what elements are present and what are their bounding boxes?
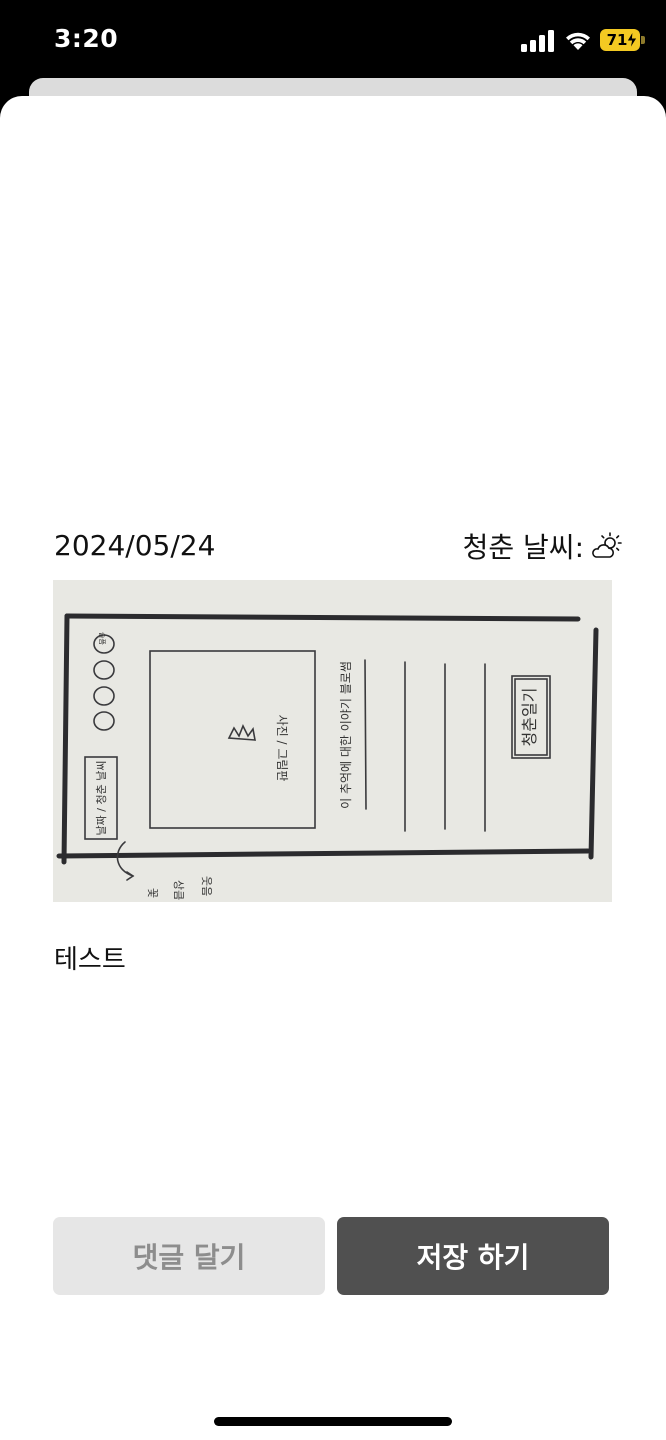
sketch-label-photo: 사진 / 그림판 — [275, 715, 289, 782]
diary-detail-sheet: 2024/05/24 청춘 날씨: — [0, 96, 666, 1440]
sketch-label-1: 꽃 — [146, 888, 159, 898]
battery-level: 71 — [600, 29, 640, 51]
home-indicator[interactable] — [214, 1417, 452, 1426]
sketch-label-story: 이 추억에 대한 이야기 블로썸 — [339, 661, 353, 809]
diary-body-text: 테스트 — [54, 945, 126, 975]
charging-bolt-icon — [626, 31, 638, 49]
partly-cloudy-sun-icon — [592, 532, 622, 558]
sketch-label-2: 상큼 — [172, 880, 185, 900]
weather-label: 청춘 날씨: — [462, 531, 584, 564]
weather-row: 청춘 날씨: — [462, 529, 622, 564]
wifi-icon — [566, 32, 590, 50]
save-button[interactable]: 저장 하기 — [337, 1217, 609, 1295]
cellular-signal-icon — [521, 30, 554, 52]
comment-button[interactable]: 댓글 달기 — [53, 1217, 325, 1295]
battery-tip — [641, 36, 645, 44]
diary-date: 2024/05/24 — [54, 529, 216, 562]
diary-photo[interactable]: 사진 / 그림판 이 추억에 대한 이야기 블로썸 청춘일기 날짜 / 청춘 날… — [53, 580, 612, 902]
sketch-label-date: 날짜 / 청춘 날씨 — [95, 761, 108, 836]
status-icons: 71 — [466, 0, 666, 80]
sketch-label-title: 청춘일기 — [520, 688, 539, 747]
wireframe-sketch-image: 사진 / 그림판 이 추억에 대한 이야기 블로썸 청춘일기 날짜 / 청춘 날… — [53, 580, 612, 902]
battery-icon: 71 — [600, 29, 646, 53]
status-time: 3:20 — [54, 24, 119, 53]
sketch-label-3: 웃음 — [200, 876, 213, 896]
status-bar: 3:20 71 — [0, 0, 666, 80]
sketch-emotion-1: 슬픔 — [98, 632, 107, 645]
